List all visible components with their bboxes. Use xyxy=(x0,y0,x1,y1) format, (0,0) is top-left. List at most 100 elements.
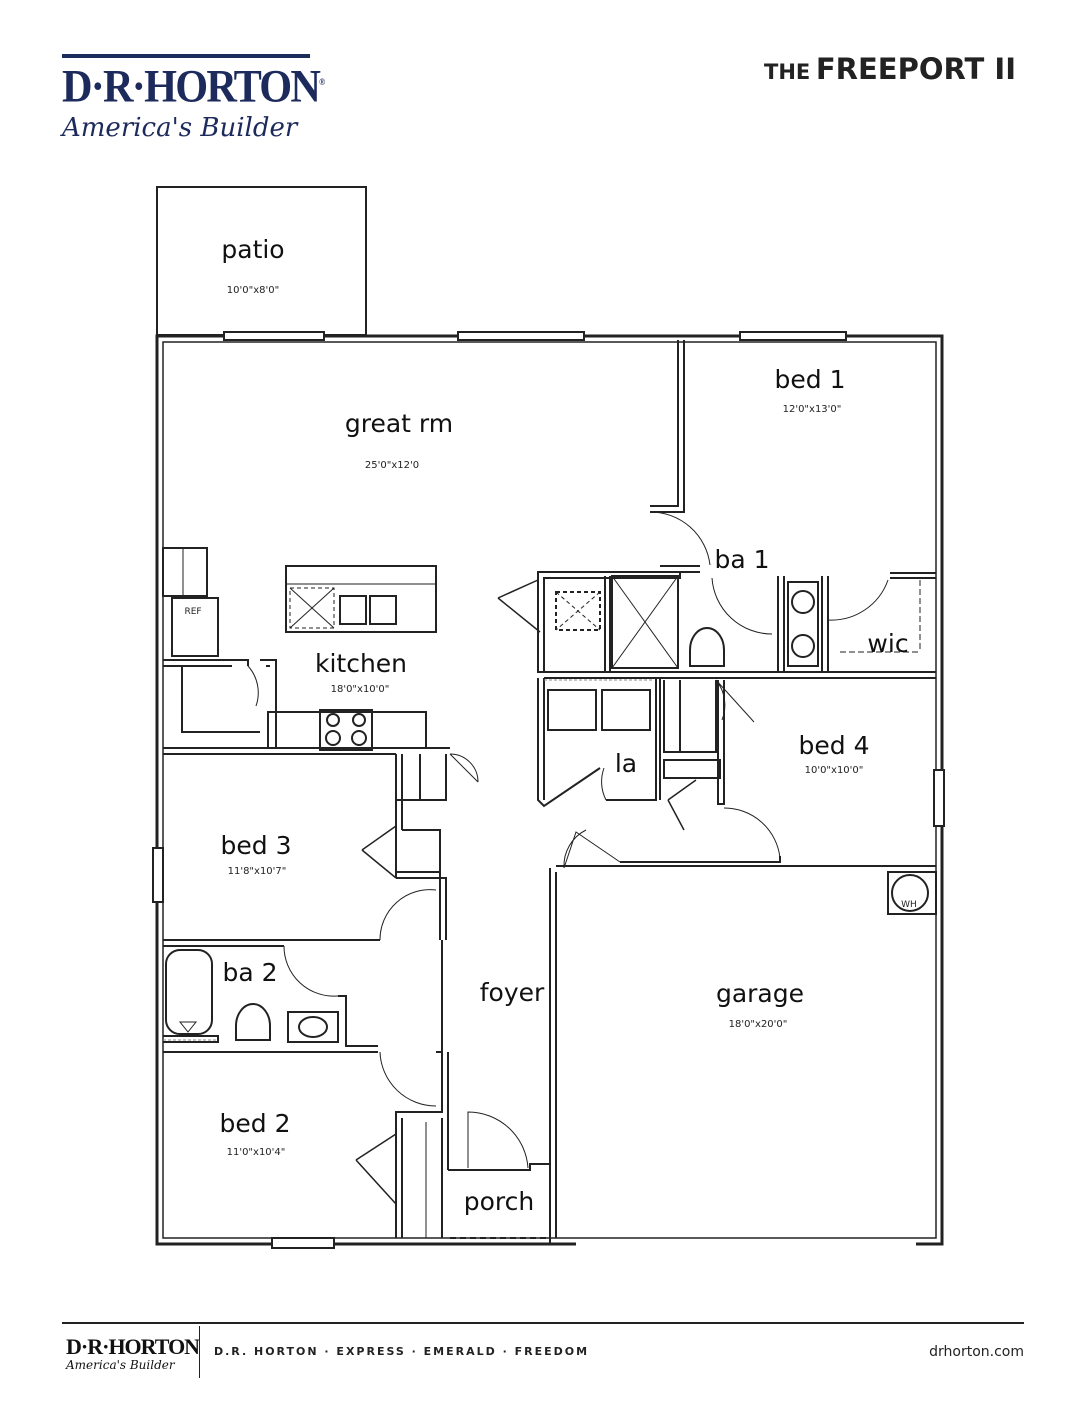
footer-url[interactable]: drhorton.com xyxy=(929,1344,1024,1360)
wall xyxy=(441,940,449,1170)
door-swing-ba1 xyxy=(711,577,773,635)
burner-icon xyxy=(352,713,366,727)
bathtub xyxy=(165,949,213,1035)
brand-logo: D·R·HORTON® America's Builder xyxy=(62,54,325,143)
wall xyxy=(163,659,249,667)
door-swing-bed1 xyxy=(649,511,711,566)
bed2-label: bed 2 xyxy=(220,1109,291,1138)
wall xyxy=(606,678,661,801)
porch-label: porch xyxy=(464,1187,534,1216)
wall xyxy=(163,1035,219,1043)
wall xyxy=(890,572,936,579)
wall-garage xyxy=(549,868,557,1238)
closet xyxy=(396,754,447,801)
door-swing-bed3 xyxy=(379,889,437,941)
logo-bar xyxy=(62,54,310,58)
dryer xyxy=(601,689,651,731)
door-swing xyxy=(449,753,479,783)
brand-tagline: America's Builder xyxy=(62,112,298,143)
garage-dims: 18'0"x20'0" xyxy=(729,1019,788,1030)
brand-wordmark: D·R·HORTON® xyxy=(62,60,325,113)
kitchen-counter xyxy=(181,659,277,748)
ref-label: REF xyxy=(184,607,201,617)
wh-label: WH xyxy=(901,900,917,910)
kitchen-dims: 18'0"x10'0" xyxy=(331,684,390,695)
window xyxy=(152,847,164,903)
shower xyxy=(611,575,679,669)
window xyxy=(933,769,945,827)
pantry xyxy=(162,547,208,597)
ba1-label: ba 1 xyxy=(714,545,769,574)
footer-brands: D.R. HORTON · EXPRESS · EMERALD · FREEDO… xyxy=(214,1345,590,1358)
bed3-label: bed 3 xyxy=(221,831,292,860)
toilet-icon xyxy=(689,627,725,667)
kitchen-island xyxy=(285,565,437,633)
door-swing-bed2 xyxy=(379,1051,437,1107)
wall-laundry xyxy=(537,678,601,808)
great-rm-dims: 25'0"x12'0 xyxy=(365,460,419,471)
footer-divider xyxy=(62,1322,1024,1324)
door-swing-wic xyxy=(827,579,889,621)
window xyxy=(223,331,325,341)
wall-bed2-closet xyxy=(395,1051,443,1238)
plan-title-prefix: THE xyxy=(764,60,811,84)
wall xyxy=(717,680,725,805)
wall xyxy=(163,939,380,947)
window xyxy=(457,331,585,341)
door-swing-bed4 xyxy=(723,807,781,859)
shower-x xyxy=(611,575,679,669)
sink-icon xyxy=(339,595,367,625)
great-rm-label: great rm xyxy=(345,409,453,438)
sink-icon xyxy=(369,595,397,625)
wall xyxy=(163,747,450,755)
wall xyxy=(604,576,611,672)
wall-garage-top xyxy=(556,856,936,867)
bed1-label: bed 1 xyxy=(775,365,846,394)
kitchen-label: kitchen xyxy=(315,649,407,678)
wall-bed1 xyxy=(650,340,685,513)
wic-label: wic xyxy=(867,629,908,658)
vanity xyxy=(287,1011,339,1043)
bed2-dims: 11'0"x10'4" xyxy=(227,1147,286,1158)
foyer-label: foyer xyxy=(480,978,545,1007)
washer xyxy=(547,689,597,731)
footer-brand-wordmark: D·R·HORTON xyxy=(66,1334,200,1359)
ba2-label: ba 2 xyxy=(222,958,277,987)
footer-brand-tagline: America's Builder xyxy=(66,1358,175,1372)
door-swing-ba2 xyxy=(283,945,339,997)
sink-icon xyxy=(298,1016,328,1038)
la-label: la xyxy=(615,749,637,778)
door-swing-front xyxy=(467,1111,529,1169)
wall xyxy=(538,671,936,679)
exterior-wall xyxy=(155,334,944,1246)
burner-icon xyxy=(326,713,340,727)
door-closet-bed3 xyxy=(361,825,397,879)
water-heater xyxy=(887,871,937,915)
door-garage xyxy=(563,829,621,869)
plan-title-name: FREEPORT II xyxy=(815,52,1016,86)
wall xyxy=(163,995,378,1053)
vanity xyxy=(787,581,819,667)
footer-separator xyxy=(199,1326,200,1378)
toilet-icon xyxy=(235,1003,271,1041)
refrigerator xyxy=(171,597,219,657)
closet xyxy=(663,680,717,753)
wall-bed3-closet xyxy=(395,754,447,940)
wall-porch xyxy=(448,1163,551,1244)
door-closet-bed4 xyxy=(667,779,697,831)
window xyxy=(739,331,847,341)
bed4-label: bed 4 xyxy=(799,731,870,760)
window xyxy=(271,1237,335,1249)
plan-title: THE FREEPORT II xyxy=(764,52,1016,86)
bed1-dims: 12'0"x13'0" xyxy=(783,404,842,415)
patio-dims: 10'0"x8'0" xyxy=(227,285,279,296)
water-heater-icon xyxy=(891,874,929,912)
dishwasher xyxy=(289,587,335,629)
burner-icon xyxy=(351,730,367,746)
bed4-dims: 10'0"x10'0" xyxy=(805,765,864,776)
door-swing xyxy=(715,679,755,723)
door-closet-bed2 xyxy=(355,1133,397,1205)
linen-closet xyxy=(555,591,601,631)
kitchen-counter xyxy=(267,711,427,749)
